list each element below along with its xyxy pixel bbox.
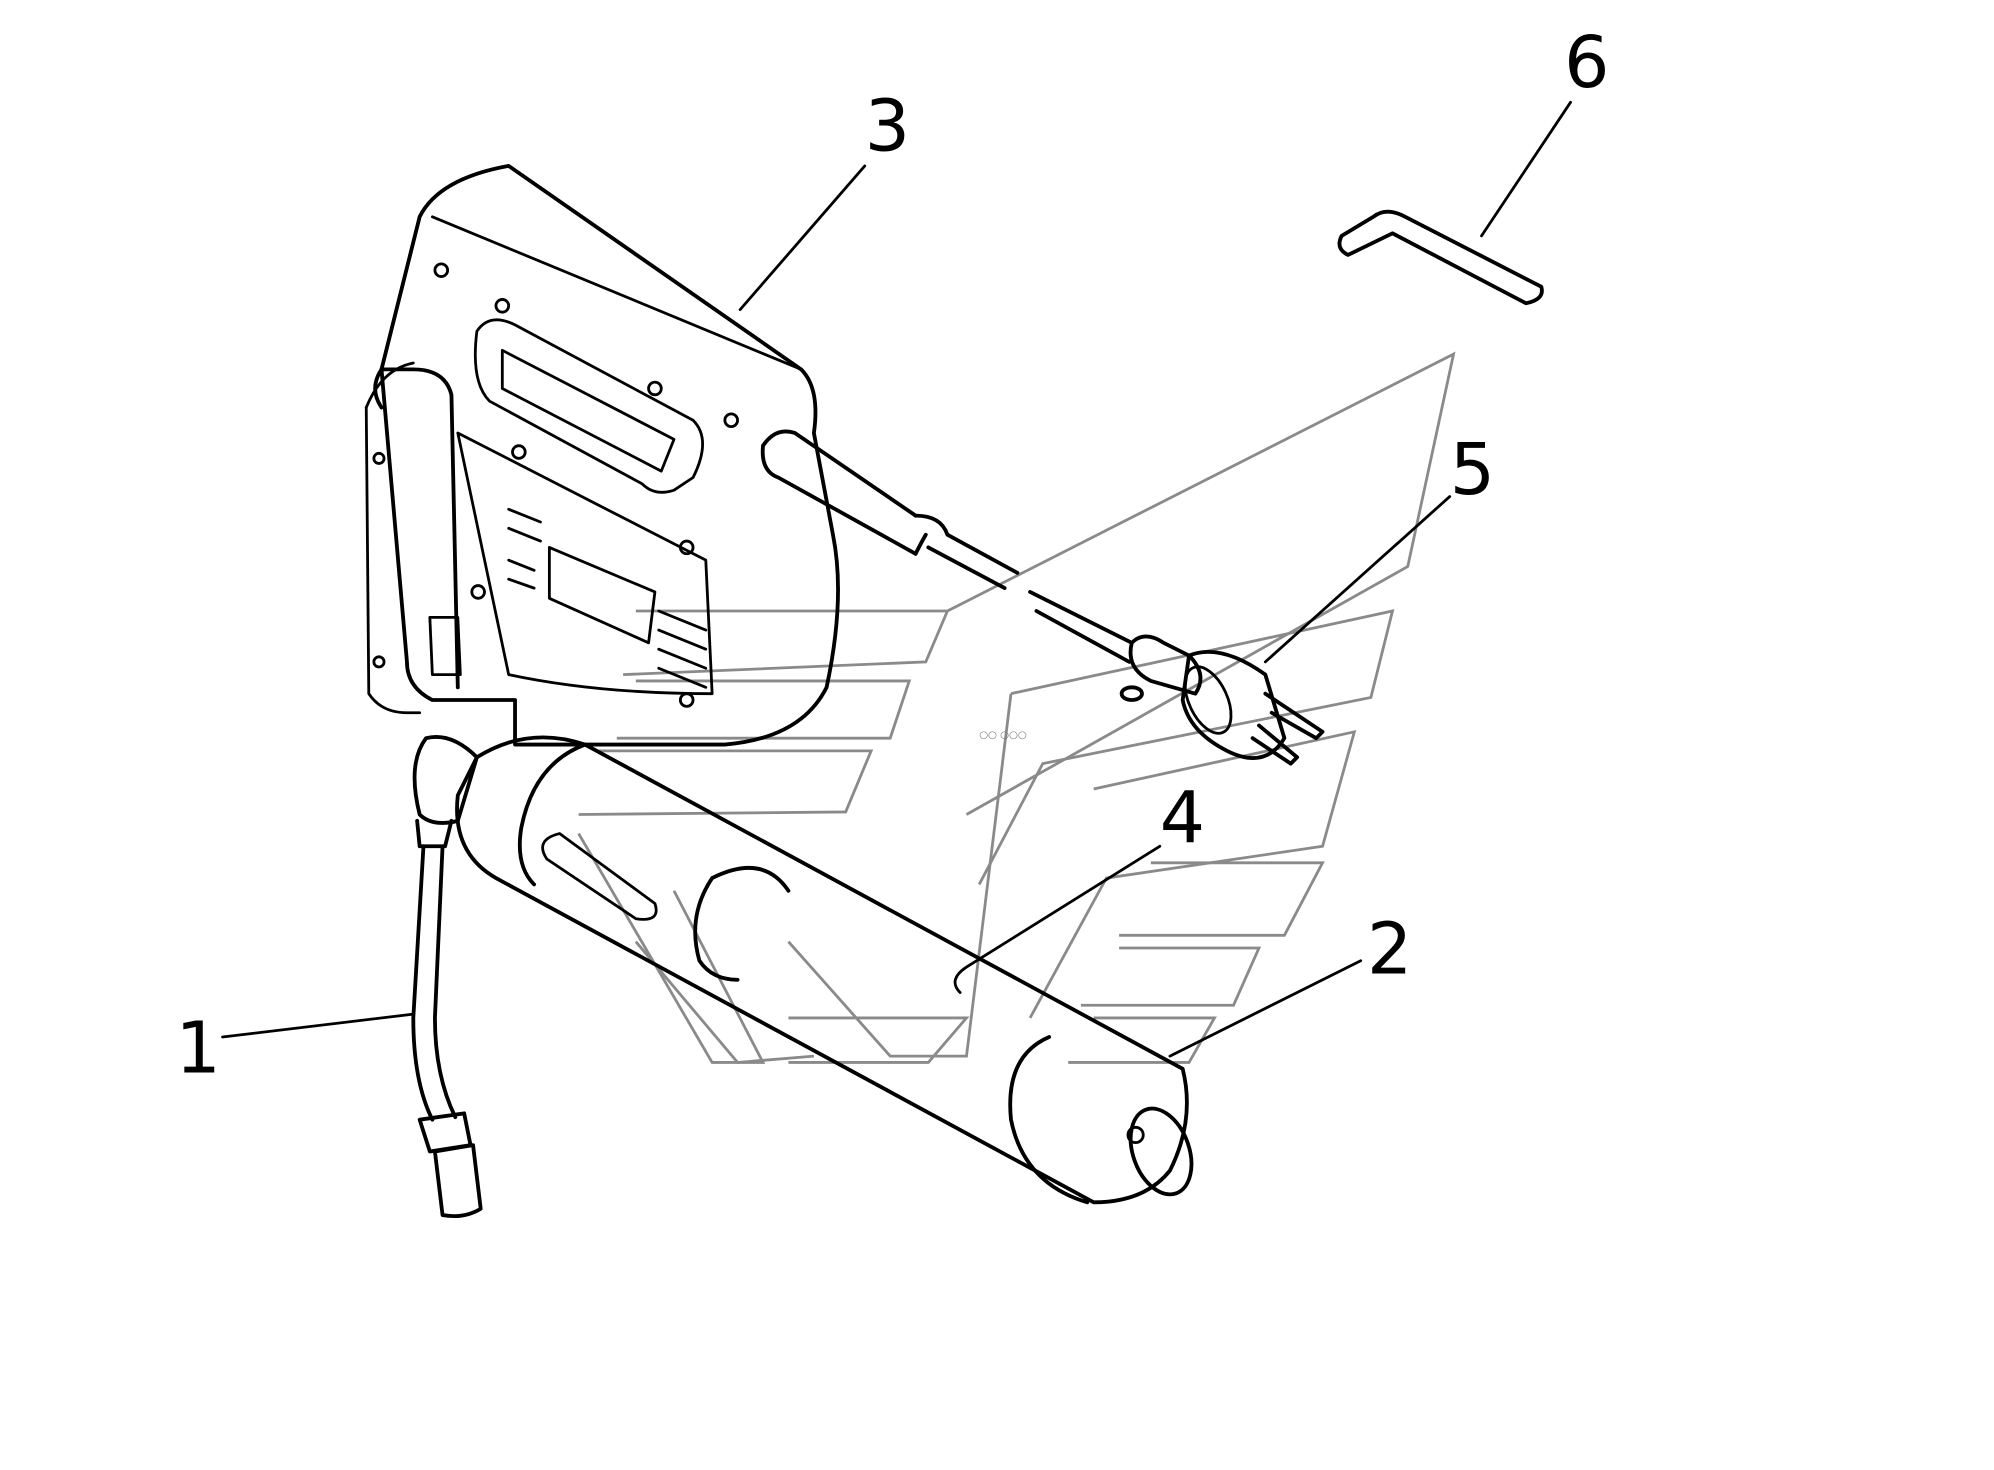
callout-4: 4 <box>1160 776 1205 859</box>
grease-cylinder <box>412 735 1194 1205</box>
watermark-text: ○○ ○○○ <box>979 730 1027 741</box>
power-plug <box>1119 634 1325 766</box>
callout-3: 3 <box>865 85 910 168</box>
pump-motor-body <box>364 164 1134 747</box>
callout-6: 6 <box>1564 21 1609 104</box>
grease-hose <box>411 844 483 1219</box>
callout-5: 5 <box>1450 428 1495 511</box>
watermark-logo: ○○ ○○○ <box>577 351 1456 1064</box>
callout-2: 2 <box>1367 907 1412 990</box>
hex-wrench <box>1337 209 1544 306</box>
leader-lines <box>221 100 1572 1058</box>
callout-1: 1 <box>175 1007 220 1090</box>
